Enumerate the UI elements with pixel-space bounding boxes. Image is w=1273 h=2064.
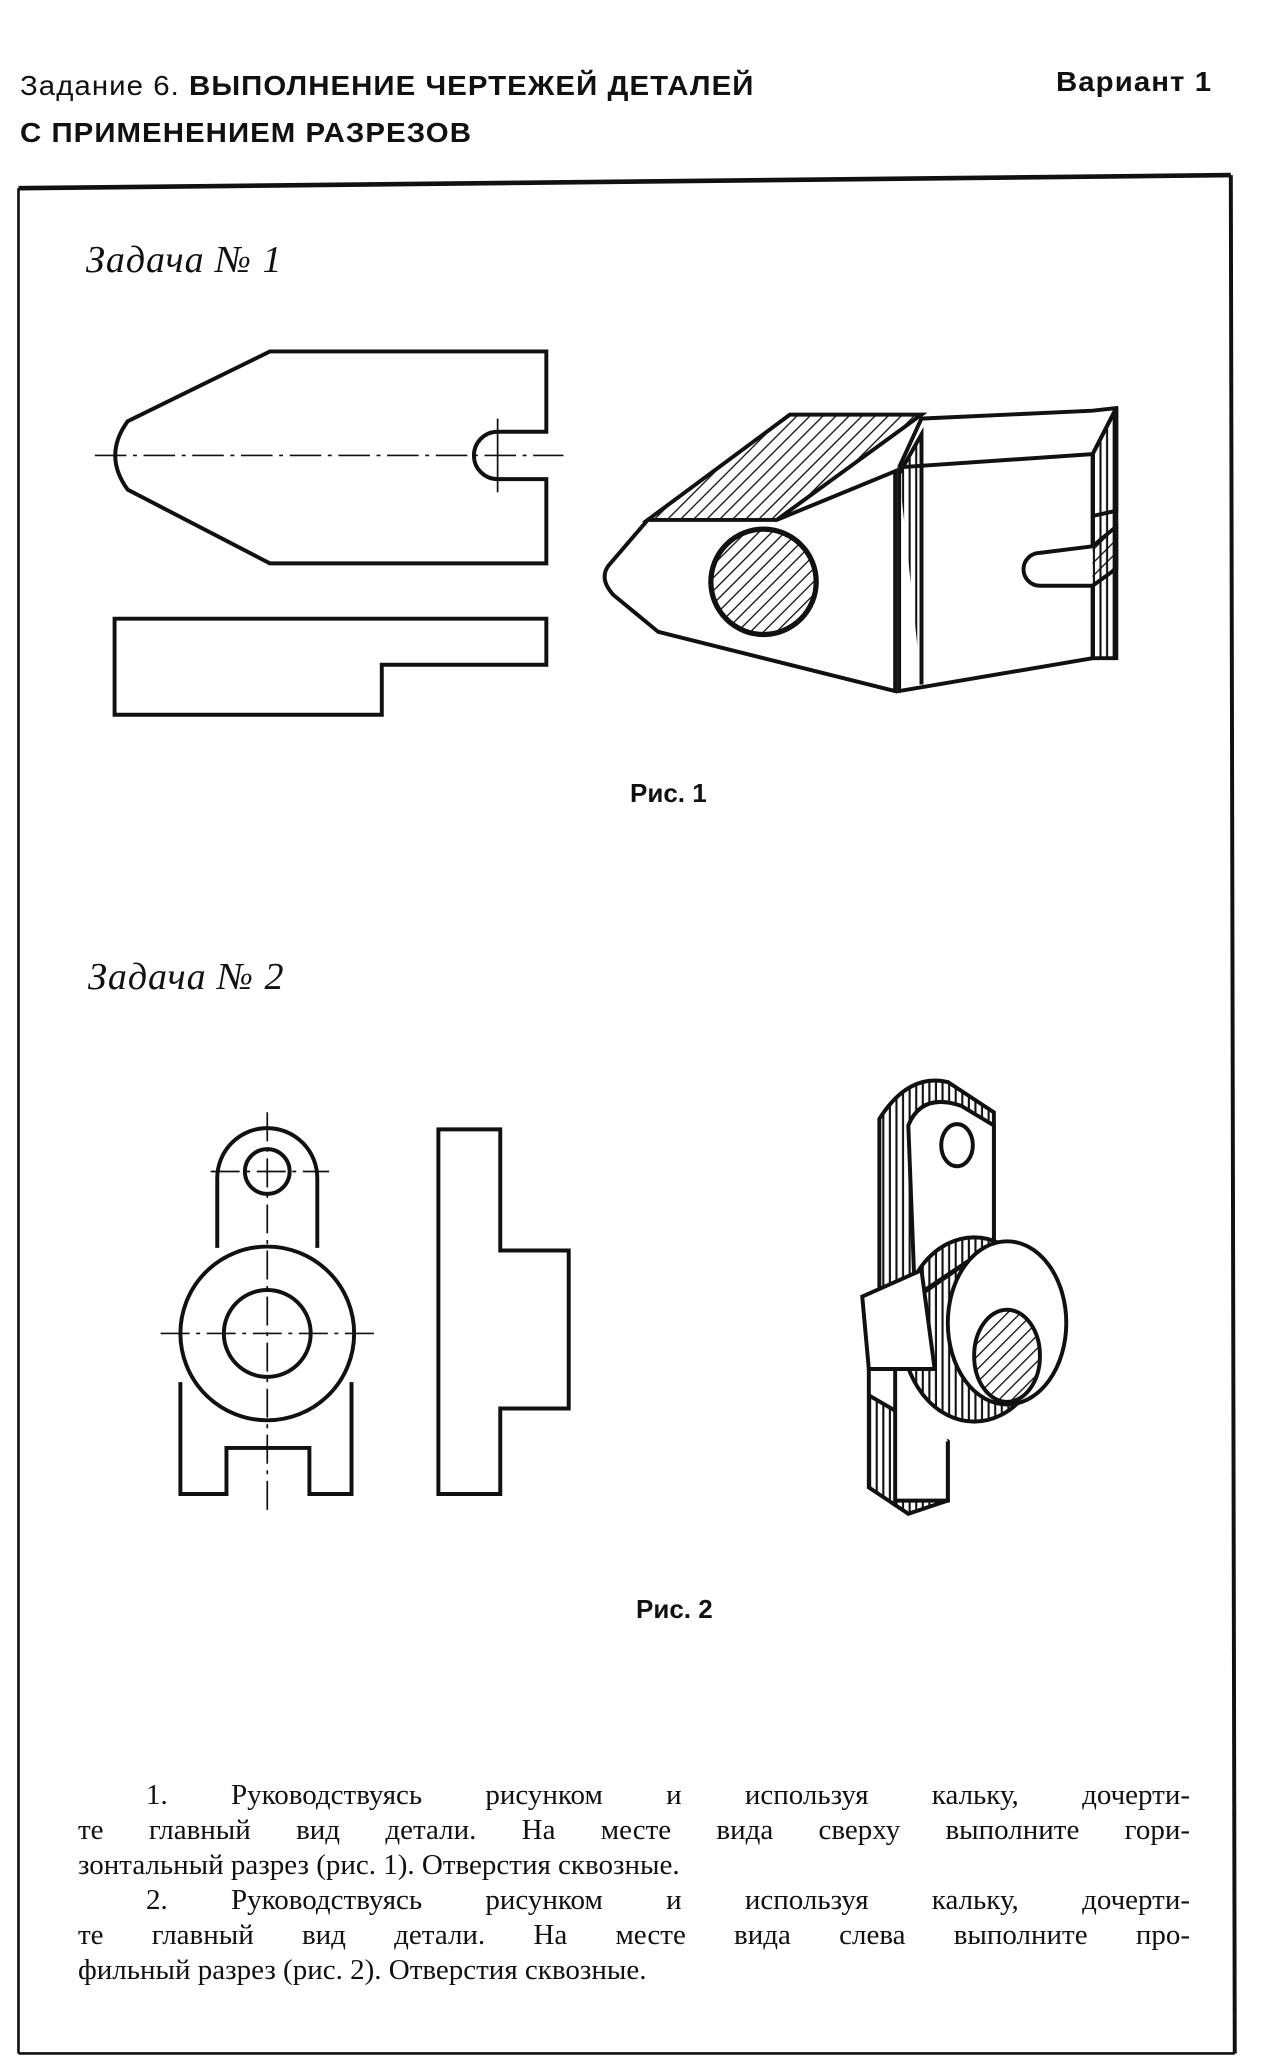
title-line1: ВЫПОЛНЕНИЕ ЧЕРТЕЖЕЙ ДЕТАЛЕЙ xyxy=(189,70,755,101)
instruction-1-line: те главный вид детали. На месте вида све… xyxy=(78,1814,1190,1846)
figure-1-caption: Рис. 1 xyxy=(630,778,707,808)
page-frame xyxy=(17,172,1237,2055)
fig1-isometric xyxy=(602,405,1119,694)
fig2-side-view xyxy=(436,1127,571,1497)
assignment-title: Задание 6. ВЫПОЛНЕНИЕ ЧЕРТЕЖЕЙ ДЕТАЛЕЙ xyxy=(20,70,754,102)
task-number: Задание 6. xyxy=(20,70,180,101)
instructions: 1. Руководствуясь рисунком и используя к… xyxy=(78,1778,1190,1988)
fig2-front-view xyxy=(160,1112,376,1514)
title-line2: С ПРИМЕНЕНИЕМ РАЗРЕЗОВ xyxy=(20,117,472,148)
instruction-1-line: 1. Руководствуясь рисунком и используя к… xyxy=(146,1779,1190,1811)
figure-2-caption: Рис. 2 xyxy=(636,1594,713,1624)
problem-2-title: Задача № 2 xyxy=(88,956,285,998)
fig1-top-view xyxy=(94,349,564,566)
instruction-2-line: фильный разрез (рис. 2). Отверстия сквоз… xyxy=(78,1954,647,1986)
fig1-front-view xyxy=(112,616,549,717)
variant-label: Вариант 1 xyxy=(1056,66,1213,97)
fig2-isometric xyxy=(860,1078,1069,1516)
instruction-1-line: зонтальный разрез (рис. 1). Отверстия ск… xyxy=(78,1849,680,1881)
instruction-2-line: те главный вид детали. На месте вида сле… xyxy=(78,1919,1190,1951)
instruction-2-line: 2. Руководствуясь рисунком и используя к… xyxy=(146,1884,1190,1916)
problem-1-title: Задача № 1 xyxy=(86,239,283,281)
